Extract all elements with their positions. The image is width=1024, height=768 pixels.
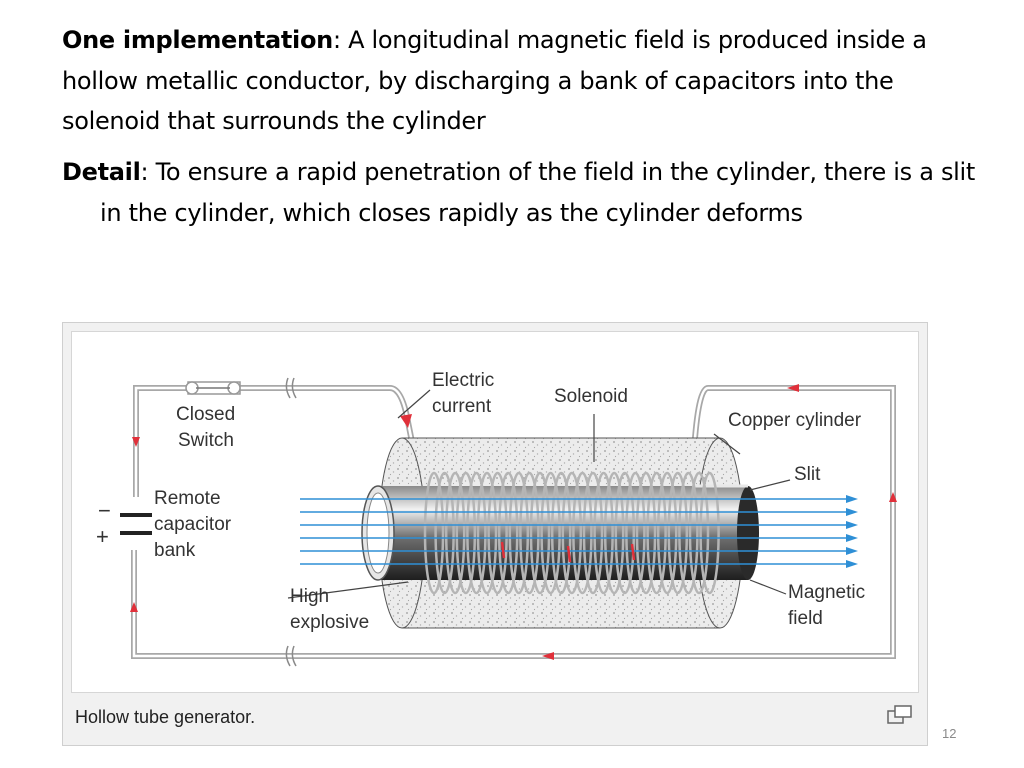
hollow-tube-generator-diagram: Closed Switch Electric current Solenoid …: [96, 370, 897, 667]
capacitor-icon: [120, 513, 152, 535]
solenoid-coil-turn: [667, 471, 689, 595]
current-arrows: [130, 384, 897, 660]
diagram-panel: Closed Switch Electric current Solenoid …: [71, 331, 919, 693]
label-current: current: [432, 396, 492, 417]
solenoid-coil-turn: [550, 471, 572, 595]
solenoid-coil-turn: [455, 471, 477, 595]
solenoid-coil-turn: [444, 471, 466, 595]
solenoid-coil-turn: [540, 471, 561, 595]
solenoid-coil-turn: [572, 471, 593, 595]
label-closed: Closed: [176, 404, 235, 425]
field-arrow: [846, 508, 858, 516]
leader-lines: [287, 389, 791, 599]
magnetic-field-lines: [300, 495, 858, 568]
solenoid-coil-turn: [561, 471, 583, 595]
solenoid-coil-turn: [678, 471, 699, 595]
label-magnetic: Magnetic: [788, 582, 865, 603]
label-explosive: explosive: [290, 612, 369, 633]
coil-current-marks: [500, 541, 636, 563]
enlarge-icon[interactable]: [887, 705, 913, 725]
solenoid-coil-turn: [582, 471, 604, 595]
solenoid-coil-turn: [635, 471, 657, 595]
label-plus: +: [96, 524, 109, 549]
solenoid-coil-turn: [497, 471, 519, 595]
solenoid-coil-turn: [519, 471, 540, 595]
solenoid-coil-turn: [688, 471, 710, 595]
label-capacitor: capacitor: [154, 514, 232, 535]
label-bank: bank: [154, 540, 196, 561]
wire-break-marks: [285, 377, 297, 667]
solenoid-coil-turn: [593, 471, 614, 595]
solenoid-coil-turn: [614, 471, 636, 595]
paragraph-implementation-text: : A longitudinal magnetic field is produ…: [62, 26, 927, 135]
solenoid-coil-turn: [508, 471, 530, 595]
solenoid-coil-turn: [646, 471, 667, 595]
solenoid-coil-turn: [476, 471, 498, 595]
solenoid-coil-turn: [603, 471, 625, 595]
field-arrow: [846, 534, 858, 542]
paragraph-detail: Detail: To ensure a rapid penetration of…: [62, 152, 980, 233]
label-solenoid: Solenoid: [554, 386, 628, 407]
solenoid-coil-turn: [423, 471, 445, 595]
solenoid-coil-turn: [466, 471, 487, 595]
label-remote: Remote: [154, 488, 221, 509]
solenoid-coil-turn: [625, 471, 646, 595]
label-copper-cylinder: Copper cylinder: [728, 410, 862, 431]
closed-switch-icon: [185, 381, 241, 395]
label-minus: −: [98, 498, 111, 523]
solenoid-coil-turn: [656, 471, 678, 595]
field-arrow: [846, 547, 858, 555]
paragraph-implementation-bold: One implementation: [62, 26, 333, 54]
field-arrow: [846, 560, 858, 568]
solenoid-coil-turn: [699, 471, 720, 595]
field-arrow: [846, 521, 858, 529]
figure-box: Closed Switch Electric current Solenoid …: [62, 322, 928, 746]
paragraph-detail-text: : To ensure a rapid penetration of the f…: [100, 158, 975, 227]
label-slit: Slit: [794, 464, 821, 485]
solenoid-coil-turn: [529, 471, 551, 595]
page-number: 12: [942, 726, 957, 741]
solenoid-coil-turn: [434, 471, 455, 595]
figure-caption: Hollow tube generator.: [75, 707, 256, 727]
label-high: High: [290, 586, 329, 607]
paragraph-detail-bold: Detail: [62, 158, 141, 186]
label-electric: Electric: [432, 370, 494, 391]
solenoid-coil-turn: [487, 471, 508, 595]
label-field: field: [788, 608, 823, 629]
field-arrow: [846, 495, 858, 503]
solenoid-coils: [423, 471, 720, 595]
paragraph-implementation: One implementation: A longitudinal magne…: [62, 20, 962, 142]
label-switch: Switch: [178, 430, 234, 451]
